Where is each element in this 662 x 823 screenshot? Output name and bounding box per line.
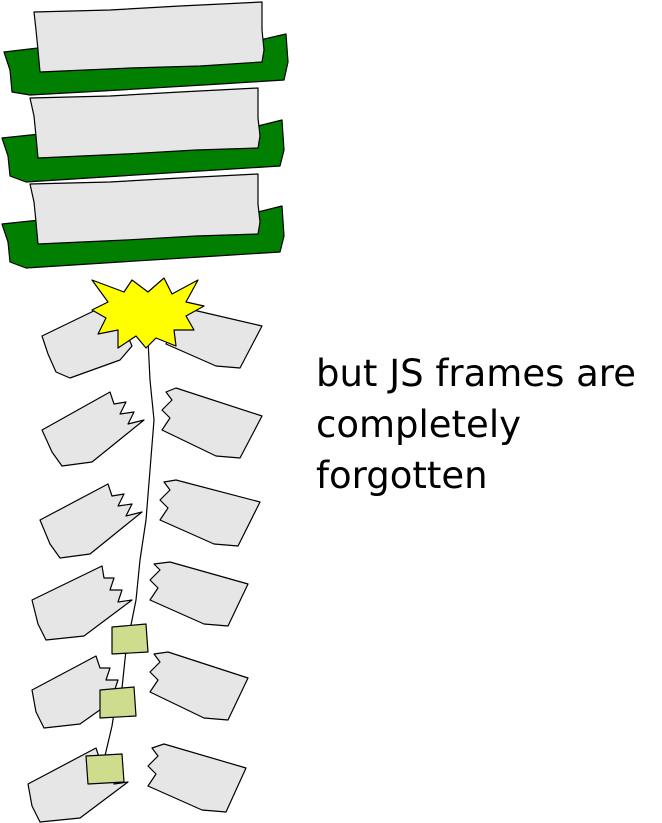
js-frame-left-3: [39, 483, 143, 559]
caption: but JS frames are completely forgotten: [316, 348, 662, 501]
explosion-icon: [91, 277, 205, 349]
native-frame-card: [33, 1, 265, 73]
native-frame-2: [1, 87, 285, 183]
js-frame-right-3: [159, 479, 261, 547]
native-frame-card: [29, 87, 261, 159]
jit-frames: [85, 623, 149, 785]
jit-frame-3: [85, 753, 125, 785]
js-frame-left-5: [31, 655, 129, 729]
caption-line-2: completely: [316, 403, 521, 446]
js-frame-right-5: [149, 651, 249, 721]
caption-line-3: forgotten: [316, 454, 488, 497]
jit-frame-1: [111, 623, 149, 655]
js-frame-right-2: [161, 387, 263, 459]
js-frame-right-4: [149, 561, 249, 627]
native-frame-3: [1, 173, 285, 269]
native-frame-1: [3, 1, 289, 96]
js-frame-left-2: [41, 391, 145, 467]
js-frame-right-6: [147, 743, 247, 813]
jit-frame-2: [99, 686, 137, 719]
native-frame-card: [29, 173, 261, 245]
js-frame-left-4: [31, 565, 133, 641]
js-frames-right: [147, 305, 263, 813]
js-frames-left: [27, 305, 145, 823]
caption-line-1: but JS frames are: [316, 352, 636, 395]
